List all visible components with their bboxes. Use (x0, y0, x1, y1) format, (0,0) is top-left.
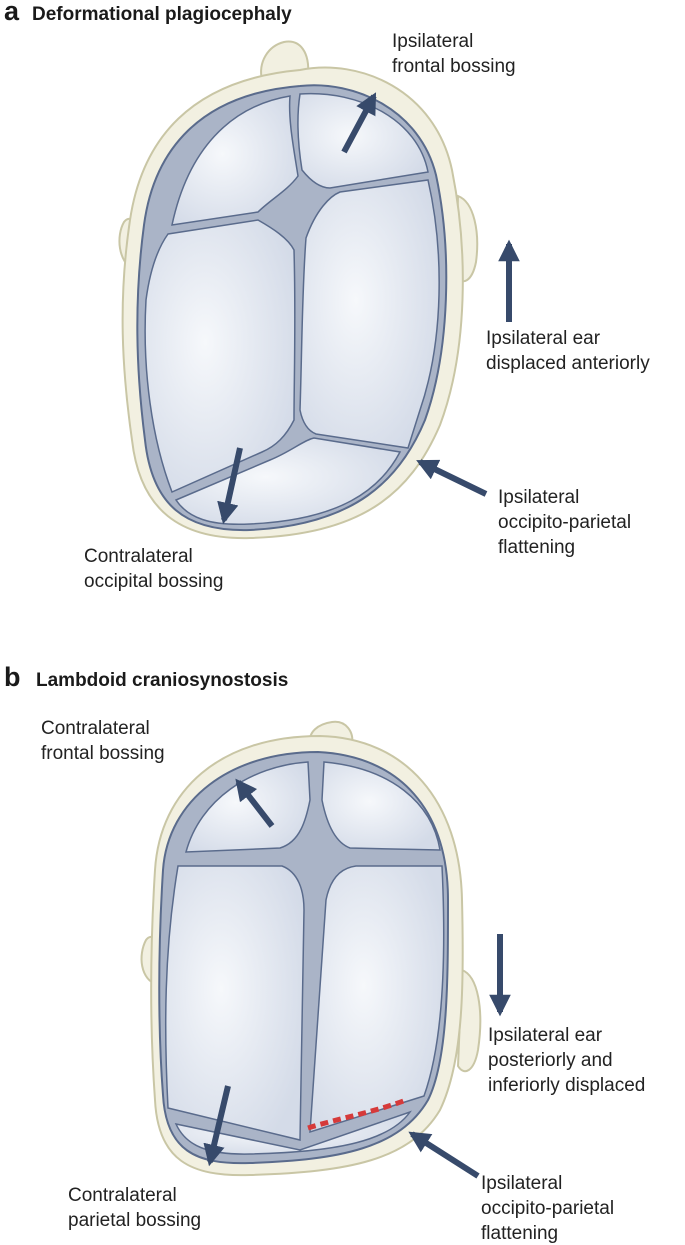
panel-b: b Lambdoid craniosynostosis (4, 662, 645, 1244)
panel-a-arrow-flattening (416, 459, 488, 497)
panel-b-arrow-parietal (203, 1085, 231, 1167)
panel-a: a Deformational plagiocephaly (4, 0, 650, 592)
panel-a-skull (136, 84, 448, 532)
panel-a-label-flattening: Ipsilateral occipito-parietal flattening (498, 487, 636, 558)
panel-b-label-parietal: Contralateral parietal bossing (68, 1185, 201, 1231)
panel-a-title: Deformational plagiocephaly (32, 4, 292, 25)
panel-b-label-frontal: Contralateral frontal bossing (41, 718, 165, 764)
panel-b-label-ear: Ipsilateral ear posteriorly and inferior… (488, 1025, 645, 1096)
panel-b-bone-parietal-left (164, 865, 305, 1141)
panel-b-letter: b (4, 662, 21, 692)
panel-a-arrow-occipital (217, 447, 243, 525)
panel-a-label-occipital: Contralateral occipital bossing (84, 546, 223, 592)
panel-a-bone-frontal-left (171, 95, 299, 226)
panel-b-ear-right (456, 968, 482, 1073)
panel-b-bone-frontal-left (185, 761, 311, 853)
panel-b-arrow-frontal (235, 778, 275, 828)
panel-a-bone-parietal-left (144, 219, 296, 494)
panel-b-skull (158, 750, 450, 1165)
panel-a-label-ear: Ipsilateral ear displaced anteriorly (486, 328, 650, 374)
panel-a-letter: a (4, 0, 20, 26)
panel-a-bone-parietal-right (299, 179, 440, 449)
panel-b-title: Lambdoid craniosynostosis (36, 670, 288, 691)
panel-b-arrow-flattening (408, 1131, 480, 1179)
panel-a-label-frontal: Ipsilateral frontal bossing (392, 31, 516, 77)
panel-b-arrows (203, 778, 511, 1179)
panel-b-label-flattening: Ipsilateral occipito-parietal flattening (481, 1173, 619, 1244)
panel-b-bone-occipital (174, 1110, 412, 1155)
panel-a-arrow-frontal (341, 92, 377, 154)
panel-b-fused-suture (307, 1097, 407, 1131)
panel-b-bone-parietal-right (309, 865, 445, 1134)
panel-a-arrows (217, 92, 520, 525)
panel-b-bone-frontal-right (321, 761, 441, 851)
